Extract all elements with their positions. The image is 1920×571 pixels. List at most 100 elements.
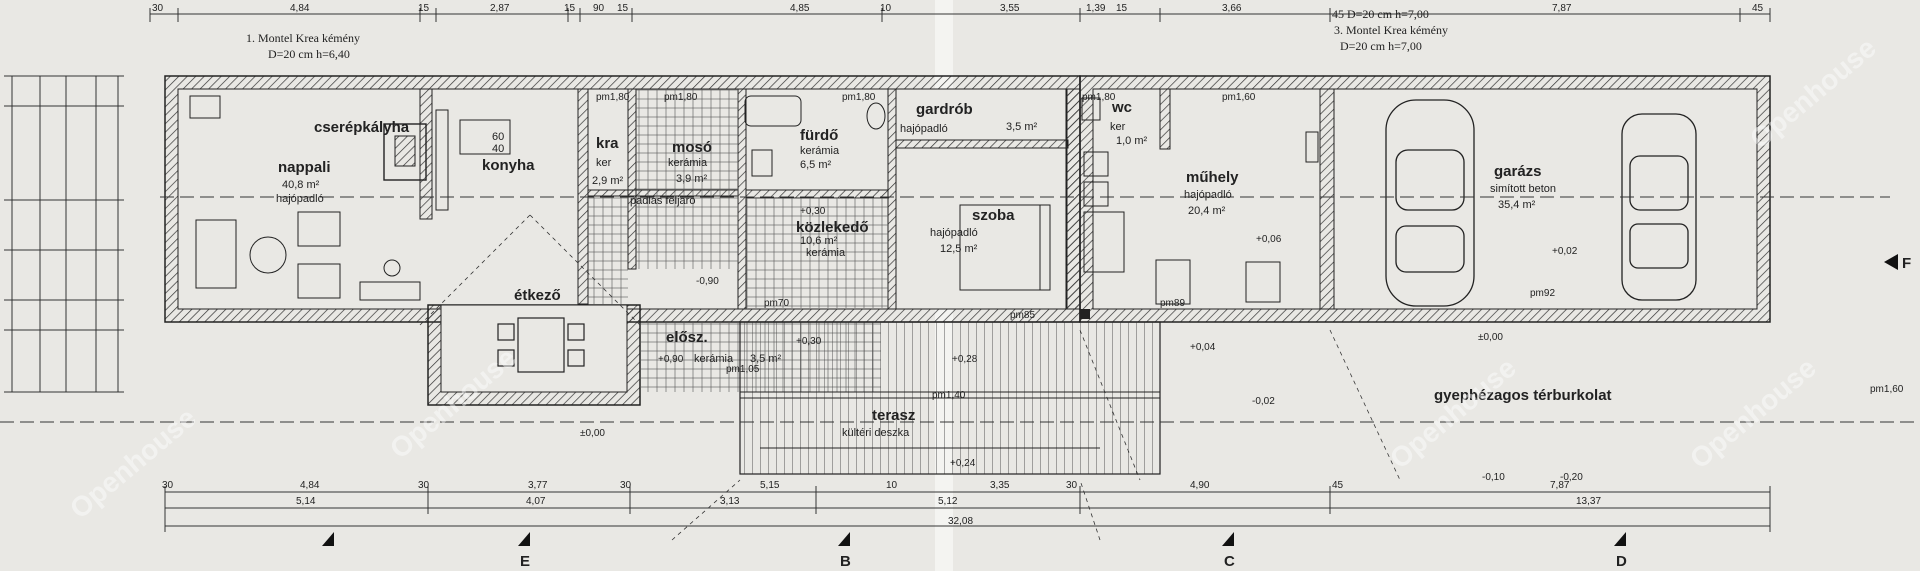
level-mark: +0,04 (1190, 342, 1216, 353)
room-name: garázs (1494, 163, 1542, 180)
section-arrow-icon (322, 532, 334, 546)
chimney-note: 3. Montel Krea kémény (1334, 23, 1448, 37)
room-floor: kerámia (694, 353, 734, 365)
room-name: műhely (1186, 169, 1239, 186)
bottom-dim-label: 30 (620, 480, 632, 491)
bottom-dim-label: 30 (418, 480, 430, 491)
top-dim-label: 7,87 (1552, 3, 1572, 14)
roof-projection (419, 214, 1401, 541)
level-mark: -0,10 (1482, 472, 1505, 483)
section-arrow-icon (1614, 532, 1626, 546)
room-area: 40,8 m² (282, 179, 320, 191)
car-icon (1621, 113, 1697, 301)
room-name: fürdő (800, 127, 838, 144)
level-mark: +0,28 (952, 354, 978, 365)
top-dimension-line (149, 8, 1771, 22)
room-area: 3,5 m² (750, 353, 782, 365)
room-floor: ker (596, 157, 612, 169)
section-label-d: D (1616, 553, 1627, 570)
kitchen-counter (435, 109, 449, 211)
opening-label: pm85 (1010, 310, 1035, 321)
room-name: mosó (672, 139, 712, 156)
opening-labels: pm1,80 pm1,80 pm1,80 pm1,60 pm1,80 pm1,6… (596, 92, 1904, 401)
top-dim-label: 2,87 (490, 3, 510, 14)
bottom-dim-label: 4,84 (300, 480, 320, 491)
level-mark: +0,06 (1256, 234, 1282, 245)
room-area: 3,9 m² (676, 173, 708, 185)
room-name: közlekedő (796, 219, 869, 236)
watermark-text: Openhouse (1684, 352, 1822, 475)
opening-label: pm1,80 (1082, 92, 1116, 103)
room-name: étkező (514, 287, 561, 304)
opening-label: pm1,05 (726, 364, 760, 375)
bottom-dim-label: 10 (886, 480, 898, 491)
level-markers: +0,30 +0,30 +0,06 +0,02 ±0,00 +0,04 -0,0… (580, 206, 1583, 483)
bottom-dim-label: 30 (1066, 480, 1078, 491)
section-arrow-icon (1222, 532, 1234, 546)
room-floor: hajópadló (276, 193, 324, 205)
tiled-area (588, 196, 628, 304)
top-dim-label: 15 (1116, 3, 1128, 14)
bottom-dim-label: 30 (162, 480, 174, 491)
section-label-f: F (1902, 255, 1911, 272)
room-name: nappali (278, 159, 331, 176)
top-dim-label: 10 (880, 3, 892, 14)
room-floor: hajópadló (1184, 189, 1232, 201)
kitchen-depth: 40 (492, 143, 504, 155)
section-markers: E B C D F (322, 254, 1911, 570)
top-dim-label: 90 (593, 3, 605, 14)
left-dimension-lines (4, 75, 124, 393)
kitchen-island (459, 119, 511, 155)
level-mark: +0,02 (1552, 246, 1578, 257)
tiled-area (746, 198, 888, 308)
opening-label: pm70 (764, 298, 789, 309)
level-mark: +0,30 (800, 206, 826, 217)
room-floor: ker (1110, 121, 1126, 133)
room-name: szoba (972, 207, 1015, 224)
living-furniture (189, 95, 421, 301)
top-dim-label: 30 (152, 3, 164, 14)
bottom-dimension-labels: 30 4,84 30 3,77 30 5,15 10 3,35 30 4,90 … (162, 480, 1601, 527)
room-floor: hajópadló (930, 227, 978, 239)
bottom-total-label: 32,08 (948, 516, 973, 527)
room-name: wc (1111, 99, 1132, 116)
top-dim-label: 15 (564, 3, 576, 14)
room-name: kra (596, 135, 619, 152)
room-floor: kerámia (668, 157, 708, 169)
room-area: 12,5 m² (940, 243, 978, 255)
section-label-c: C (1224, 553, 1235, 570)
opening-label: pm1,80 (596, 92, 630, 103)
bottom-dim-label: 3,35 (990, 480, 1010, 491)
opening-label: pm92 (1530, 288, 1555, 299)
room-floor: kerámia (800, 145, 840, 157)
room-floor: simított beton (1490, 183, 1556, 195)
room-floor: kültéri deszka (842, 427, 910, 439)
bottom-dim-label: 4,90 (1190, 480, 1210, 491)
top-dim-label: 15 (617, 3, 629, 14)
tile-stove-core (394, 135, 416, 167)
section-label-b: B (840, 553, 851, 570)
room-name: gardrób (916, 101, 973, 118)
bottom-dim-label: 13,37 (1576, 496, 1601, 507)
top-dim-label: 15 (418, 3, 430, 14)
room-floor: kerámia (806, 247, 846, 259)
room-area: 1,0 m² (1116, 135, 1148, 147)
level-mark: +0,90 (658, 354, 684, 365)
opening-label: pm1,80 (664, 92, 698, 103)
level-mark: -0,02 (1252, 396, 1275, 407)
terrace-steps (740, 391, 1160, 449)
opening-label: pm1,60 (1870, 384, 1904, 395)
bottom-dim-label: 5,14 (296, 496, 316, 507)
bottom-dimension-lines (164, 486, 1771, 532)
chimney-note: 1. Montel Krea kémény (246, 31, 360, 45)
room-area: 2,9 m² (592, 175, 624, 187)
opening-label: pm1,40 (932, 390, 966, 401)
room-name: elősz. (666, 329, 708, 346)
car-icon (1385, 99, 1475, 307)
chimney-note: 45 D=20 cm h=7,00 (1332, 7, 1429, 21)
watermark-text: Openhouse (64, 402, 202, 525)
room-name: padlás feljáró (630, 195, 695, 207)
workshop-fixtures (1083, 131, 1319, 305)
room-area: 10,6 m² (800, 235, 838, 247)
